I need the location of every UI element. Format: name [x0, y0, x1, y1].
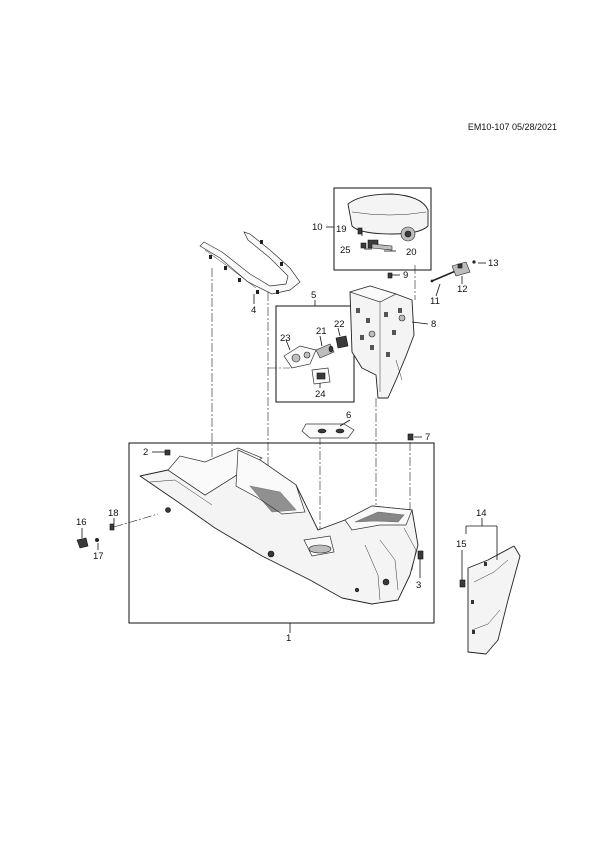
part-13-pin: [472, 260, 476, 264]
callout-19: 19: [336, 224, 347, 235]
part-9-screw: [387, 272, 393, 279]
callout-9: 9: [403, 270, 408, 281]
part-8-bracket: [348, 285, 415, 399]
callout-10: 10: [312, 222, 323, 233]
callout-2: 2: [143, 447, 148, 458]
frame-inset-10: [333, 187, 432, 271]
part-24-switch: [311, 367, 331, 385]
callout-12: 12: [457, 284, 468, 295]
callout-3: 3: [416, 580, 421, 591]
callout-11: 11: [430, 296, 440, 307]
part-4-trim-bezel: [199, 231, 301, 295]
callout-23: 23: [280, 333, 291, 344]
callout-20: 20: [406, 247, 417, 258]
part-12-hinge: [451, 261, 471, 277]
callout-8: 8: [431, 319, 436, 330]
part-6-pad: [301, 423, 355, 439]
callout-15: 15: [456, 539, 467, 550]
part-16-clip: [76, 537, 89, 549]
callout-labels: 1 2 3 4 5 6 7 8 9 10 11 12 13 14 15 16 1…: [76, 222, 499, 644]
part-17-screw: [95, 538, 99, 542]
callout-24: 24: [315, 389, 326, 400]
callout-7: 7: [425, 432, 430, 443]
callout-16: 16: [76, 517, 87, 528]
callout-4: 4: [251, 305, 256, 316]
part-2-screw: [164, 449, 171, 456]
part-1-floor-console: [139, 447, 419, 605]
part-3-clip: [417, 550, 424, 578]
callout-14: 14: [476, 508, 487, 519]
leader-lines: [81, 226, 498, 633]
part-18-screw: [109, 513, 159, 531]
part-15-clip: [459, 579, 466, 588]
part-11-rod: [430, 269, 459, 283]
callout-1: 1: [286, 633, 291, 644]
callout-5: 5: [311, 290, 316, 301]
part-10-armrest-lid: [347, 193, 429, 251]
callout-17: 17: [93, 551, 104, 562]
frame-console-assembly: [128, 442, 435, 624]
alignment-lines: [211, 265, 416, 540]
part-7-screw: [407, 433, 414, 441]
callout-25: 25: [340, 245, 351, 256]
part-22-cap: [335, 335, 349, 349]
callout-21: 21: [316, 326, 327, 337]
callout-18: 18: [108, 508, 119, 519]
callout-22: 22: [334, 319, 345, 330]
document-code: EM10-107 05/28/2021: [467, 122, 557, 132]
part-14-side-trim: [467, 545, 521, 655]
callout-6: 6: [346, 410, 351, 421]
part-21-socket: [315, 343, 335, 359]
callout-13: 13: [488, 258, 499, 269]
part-23-bezel: [283, 345, 317, 369]
